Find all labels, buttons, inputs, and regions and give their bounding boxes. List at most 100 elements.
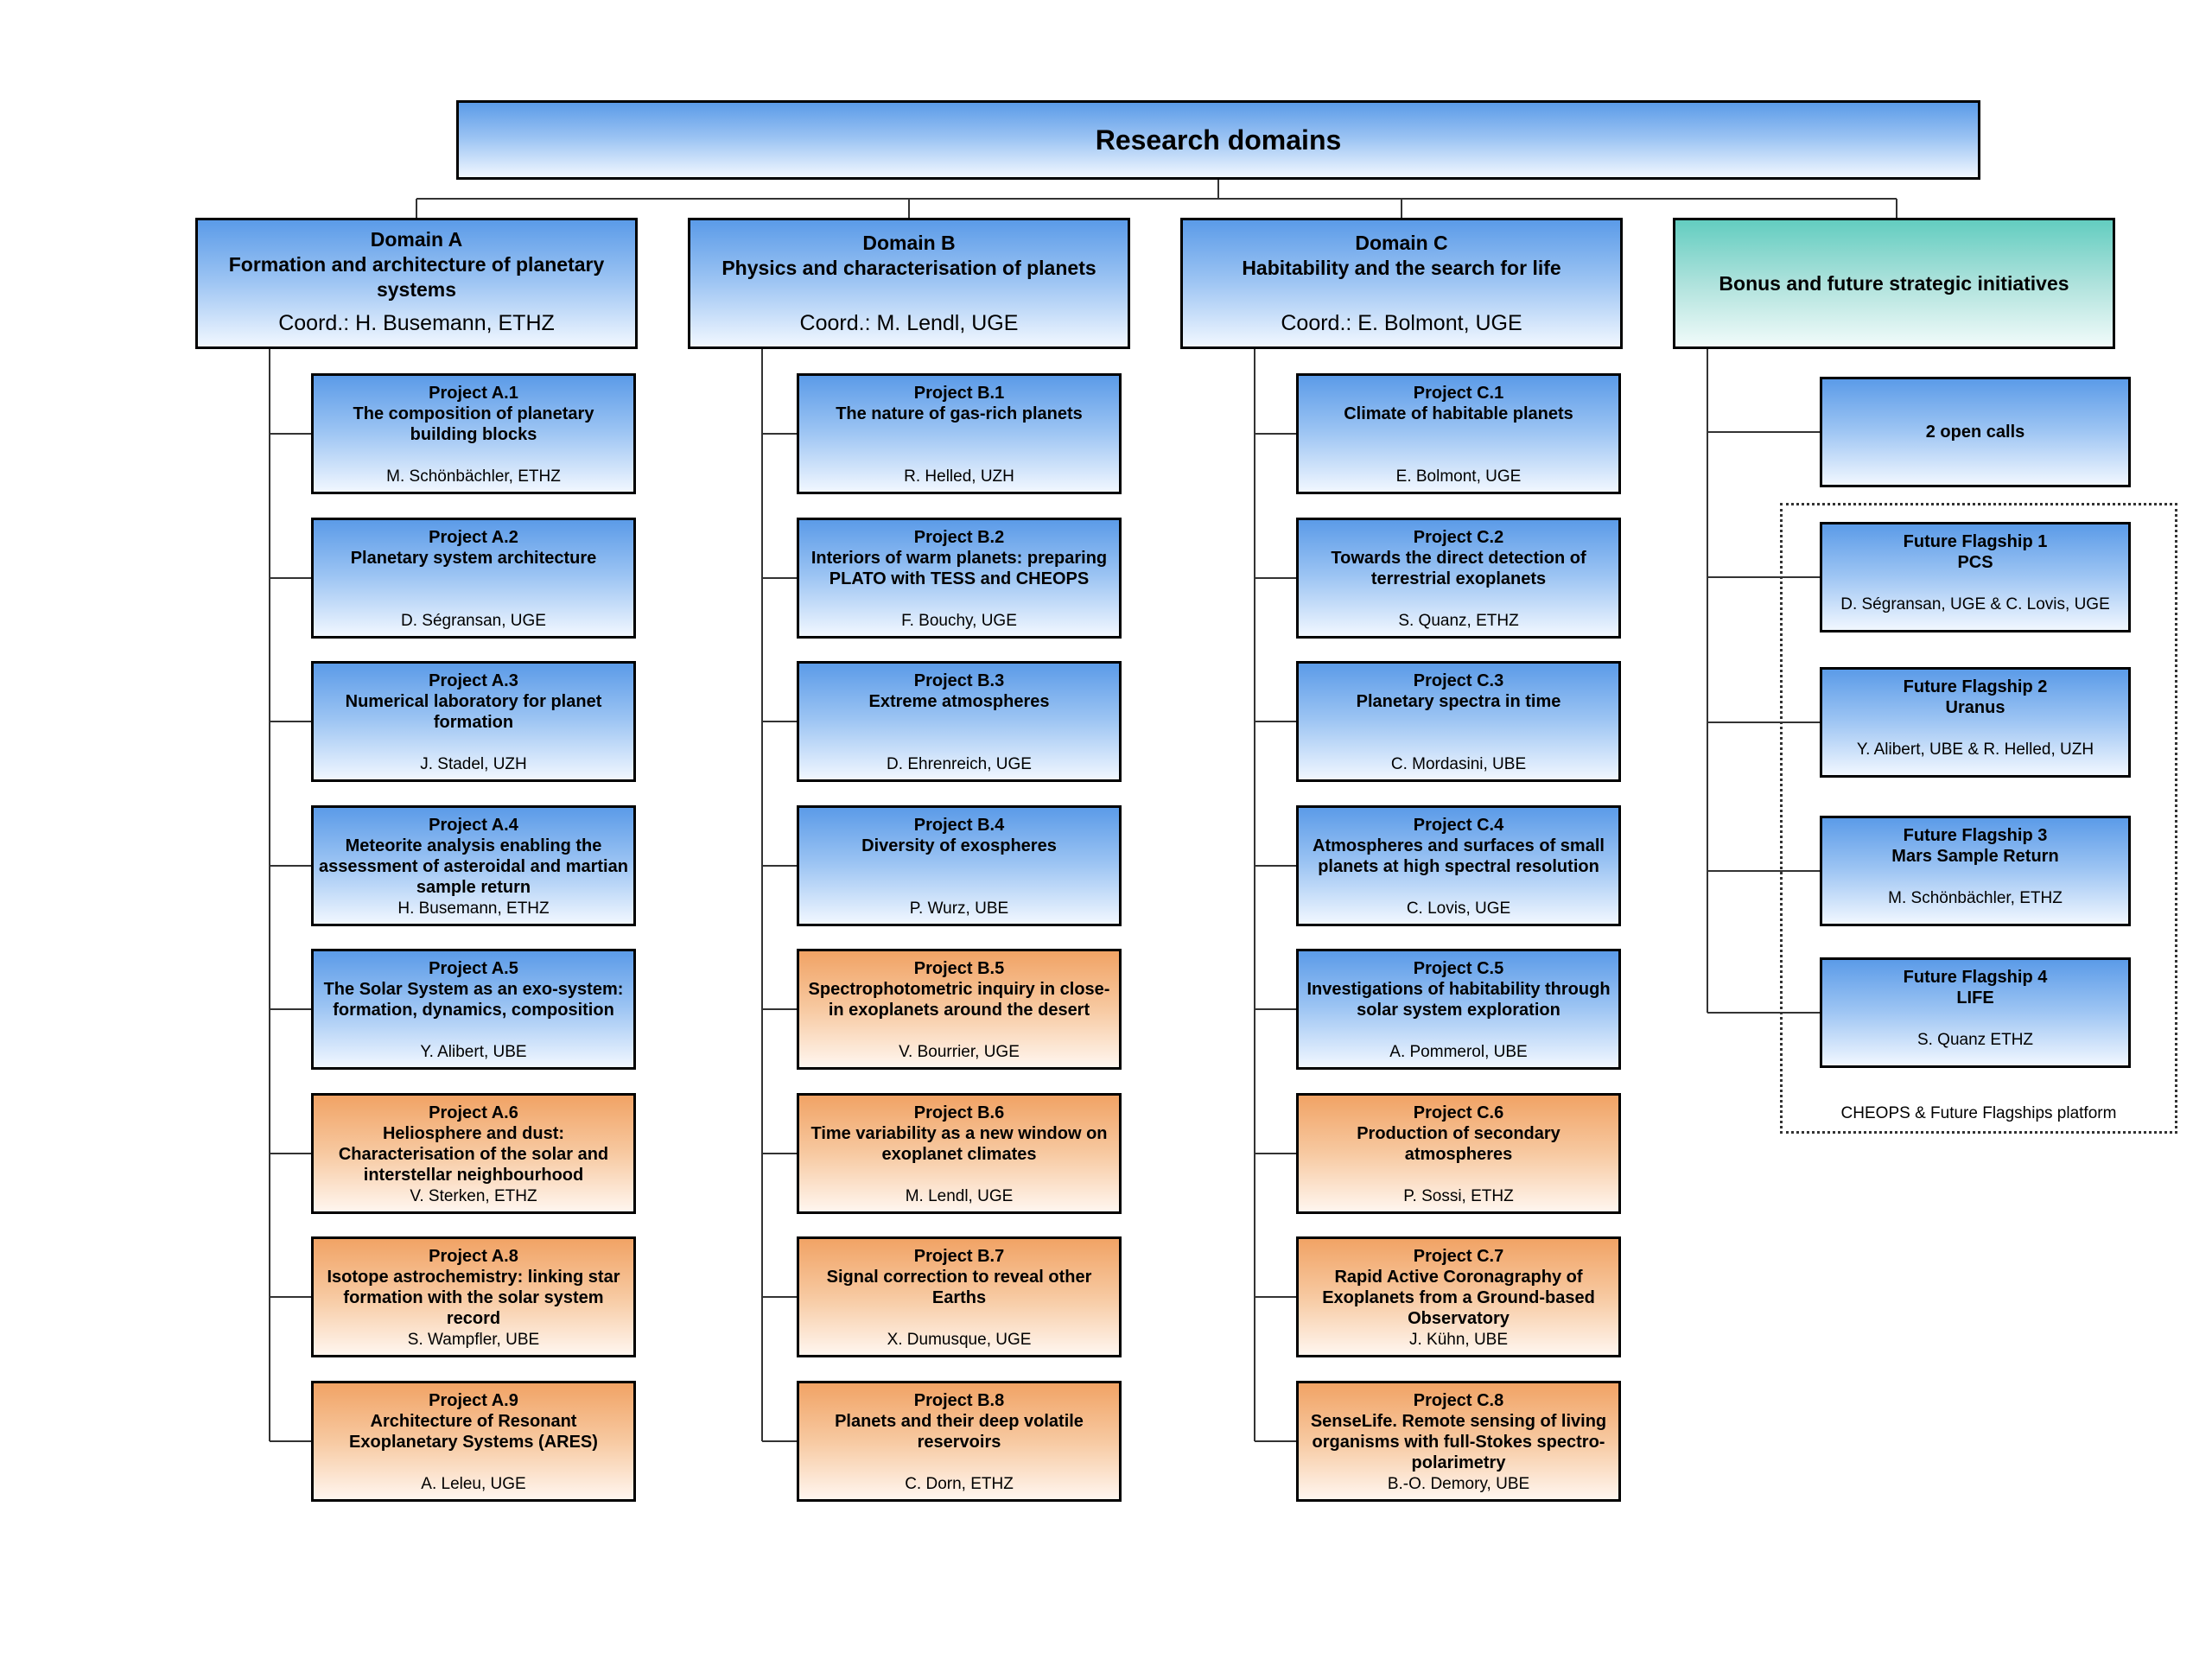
project-lead: P. Sossi, ETHZ bbox=[1403, 1187, 1514, 1205]
flagship-4-lead: S. Quanz ETHZ bbox=[1916, 1031, 2034, 1049]
project-id: Project A.1 bbox=[429, 384, 518, 403]
project-lead: D. Ségransan, UGE bbox=[401, 612, 546, 630]
project-id: Project C.6 bbox=[1413, 1103, 1504, 1122]
domain-b-box: Domain B Physics and characterisation of… bbox=[688, 218, 1130, 349]
domain-a-box: Domain A Formation and architecture of p… bbox=[195, 218, 638, 349]
project-lead: R. Helled, UZH bbox=[904, 467, 1014, 486]
flagship-2-box: Future Flagship 2 Uranus Y. Alibert, UBE… bbox=[1820, 667, 2131, 778]
project-id: Project C.2 bbox=[1413, 528, 1504, 547]
project-id: Project A.9 bbox=[429, 1391, 518, 1410]
project-title: Planetary system architecture bbox=[350, 549, 597, 568]
project-title: The Solar System as an exo-system: forma… bbox=[323, 980, 624, 1020]
project-lead: S. Quanz, ETHZ bbox=[1398, 612, 1519, 630]
research-domains-header: Research domains bbox=[456, 100, 1980, 180]
project-id: Project B.4 bbox=[913, 816, 1005, 835]
project-lead: M. Schönbächler, ETHZ bbox=[386, 467, 561, 486]
domain-b-name: Domain B bbox=[862, 232, 956, 254]
domain-a-name: Domain A bbox=[370, 228, 463, 251]
root-title: Research domains bbox=[1095, 124, 1342, 156]
project-lead: D. Ehrenreich, UGE bbox=[887, 755, 1032, 773]
project-id: Project A.6 bbox=[429, 1103, 518, 1122]
project-id: Project C.8 bbox=[1413, 1391, 1504, 1410]
project-title: Interiors of warm planets: preparing PLA… bbox=[810, 549, 1108, 588]
project-lead: J. Kühn, UBE bbox=[1408, 1331, 1509, 1349]
project-title: Climate of habitable planets bbox=[1344, 404, 1573, 423]
project-id: Project B.7 bbox=[913, 1247, 1005, 1266]
flagship-4-subtitle: LIFE bbox=[1956, 988, 1994, 1007]
project-id: Project C.4 bbox=[1413, 816, 1504, 835]
project-id: Project A.8 bbox=[429, 1247, 518, 1266]
flagship-3-subtitle: Mars Sample Return bbox=[1891, 847, 2059, 866]
domain-b-subtitle: Physics and characterisation of planets bbox=[721, 257, 1096, 279]
project-lead: X. Dumusque, UGE bbox=[887, 1331, 1032, 1349]
project-lead: E. Bolmont, UGE bbox=[1395, 467, 1522, 486]
flagship-4-name: Future Flagship 4 bbox=[1903, 968, 2048, 987]
project-id: Project A.5 bbox=[429, 959, 518, 978]
domain-a-coordinator: Coord.: H. Busemann, ETHZ bbox=[278, 311, 555, 335]
domain-c-subtitle: Habitability and the search for life bbox=[1242, 257, 1561, 279]
project-title: Isotope astrochemistry: linking star for… bbox=[327, 1268, 620, 1328]
flagship-3-box: Future Flagship 3 Mars Sample Return M. … bbox=[1820, 816, 2131, 926]
project-title: SenseLife. Remote sensing of living orga… bbox=[1310, 1412, 1607, 1472]
project-title: Time variability as a new window on exop… bbox=[810, 1124, 1108, 1164]
project-title: Investigations of habitability through s… bbox=[1306, 980, 1611, 1020]
project-lead: M. Lendl, UGE bbox=[905, 1187, 1014, 1205]
project-lead: V. Bourrier, UGE bbox=[899, 1043, 1020, 1061]
flagship-2-subtitle: Uranus bbox=[1945, 698, 2005, 717]
project-id: Project B.1 bbox=[913, 384, 1005, 403]
project-id: Project A.3 bbox=[429, 671, 518, 690]
project-id: Project C.3 bbox=[1413, 671, 1504, 690]
project-id: Project A.4 bbox=[429, 816, 518, 835]
project-lead: A. Pommerol, UBE bbox=[1389, 1043, 1528, 1061]
project-title: Extreme atmospheres bbox=[868, 692, 1050, 711]
flagship-4-box: Future Flagship 4 LIFE S. Quanz ETHZ bbox=[1820, 957, 2131, 1068]
project-title: Signal correction to reveal other Earths bbox=[826, 1268, 1092, 1307]
project-title: Numerical laboratory for planet formatio… bbox=[345, 692, 602, 732]
project-title: Heliosphere and dust: Characterisation o… bbox=[338, 1124, 609, 1185]
project-lead: P. Wurz, UBE bbox=[909, 899, 1009, 918]
flagship-2-name: Future Flagship 2 bbox=[1903, 677, 2048, 696]
project-title: Atmospheres and surfaces of small planet… bbox=[1313, 836, 1605, 876]
project-title: The nature of gas-rich planets bbox=[836, 404, 1083, 423]
project-lead: C. Lovis, UGE bbox=[1406, 899, 1511, 918]
domain-c-name: Domain C bbox=[1355, 232, 1448, 254]
domain-c-coordinator: Coord.: E. Bolmont, UGE bbox=[1281, 311, 1522, 335]
flagship-2-lead: Y. Alibert, UBE & R. Helled, UZH bbox=[1856, 741, 2094, 759]
bonus-title: Bonus and future strategic initiatives bbox=[1719, 271, 2069, 295]
project-lead: S. Wampfler, UBE bbox=[407, 1331, 540, 1349]
project-id: Project C.5 bbox=[1413, 959, 1504, 978]
project-id: Project B.2 bbox=[913, 528, 1005, 547]
flagship-1-lead: D. Ségransan, UGE & C. Lovis, UGE bbox=[1840, 595, 2110, 613]
project-title: Planetary spectra in time bbox=[1356, 692, 1561, 711]
platform-dotted-frame bbox=[1780, 503, 2177, 1134]
project-id: Project C.1 bbox=[1413, 384, 1504, 403]
project-lead: C. Dorn, ETHZ bbox=[905, 1475, 1014, 1493]
project-title: Diversity of exospheres bbox=[861, 836, 1057, 855]
project-title: The composition of planetary building bl… bbox=[353, 404, 594, 444]
platform-label: CHEOPS & Future Flagships platform bbox=[1840, 1104, 2117, 1122]
project-id: Project B.5 bbox=[913, 959, 1005, 978]
project-title: Planets and their deep volatile reservoi… bbox=[835, 1412, 1084, 1452]
flagship-1-name: Future Flagship 1 bbox=[1903, 532, 2048, 551]
project-lead: A. Leleu, UGE bbox=[421, 1475, 526, 1493]
project-lead: V. Sterken, ETHZ bbox=[410, 1187, 537, 1205]
project-id: Project C.7 bbox=[1413, 1247, 1504, 1266]
domain-c-box: Domain C Habitability and the search for… bbox=[1180, 218, 1623, 349]
